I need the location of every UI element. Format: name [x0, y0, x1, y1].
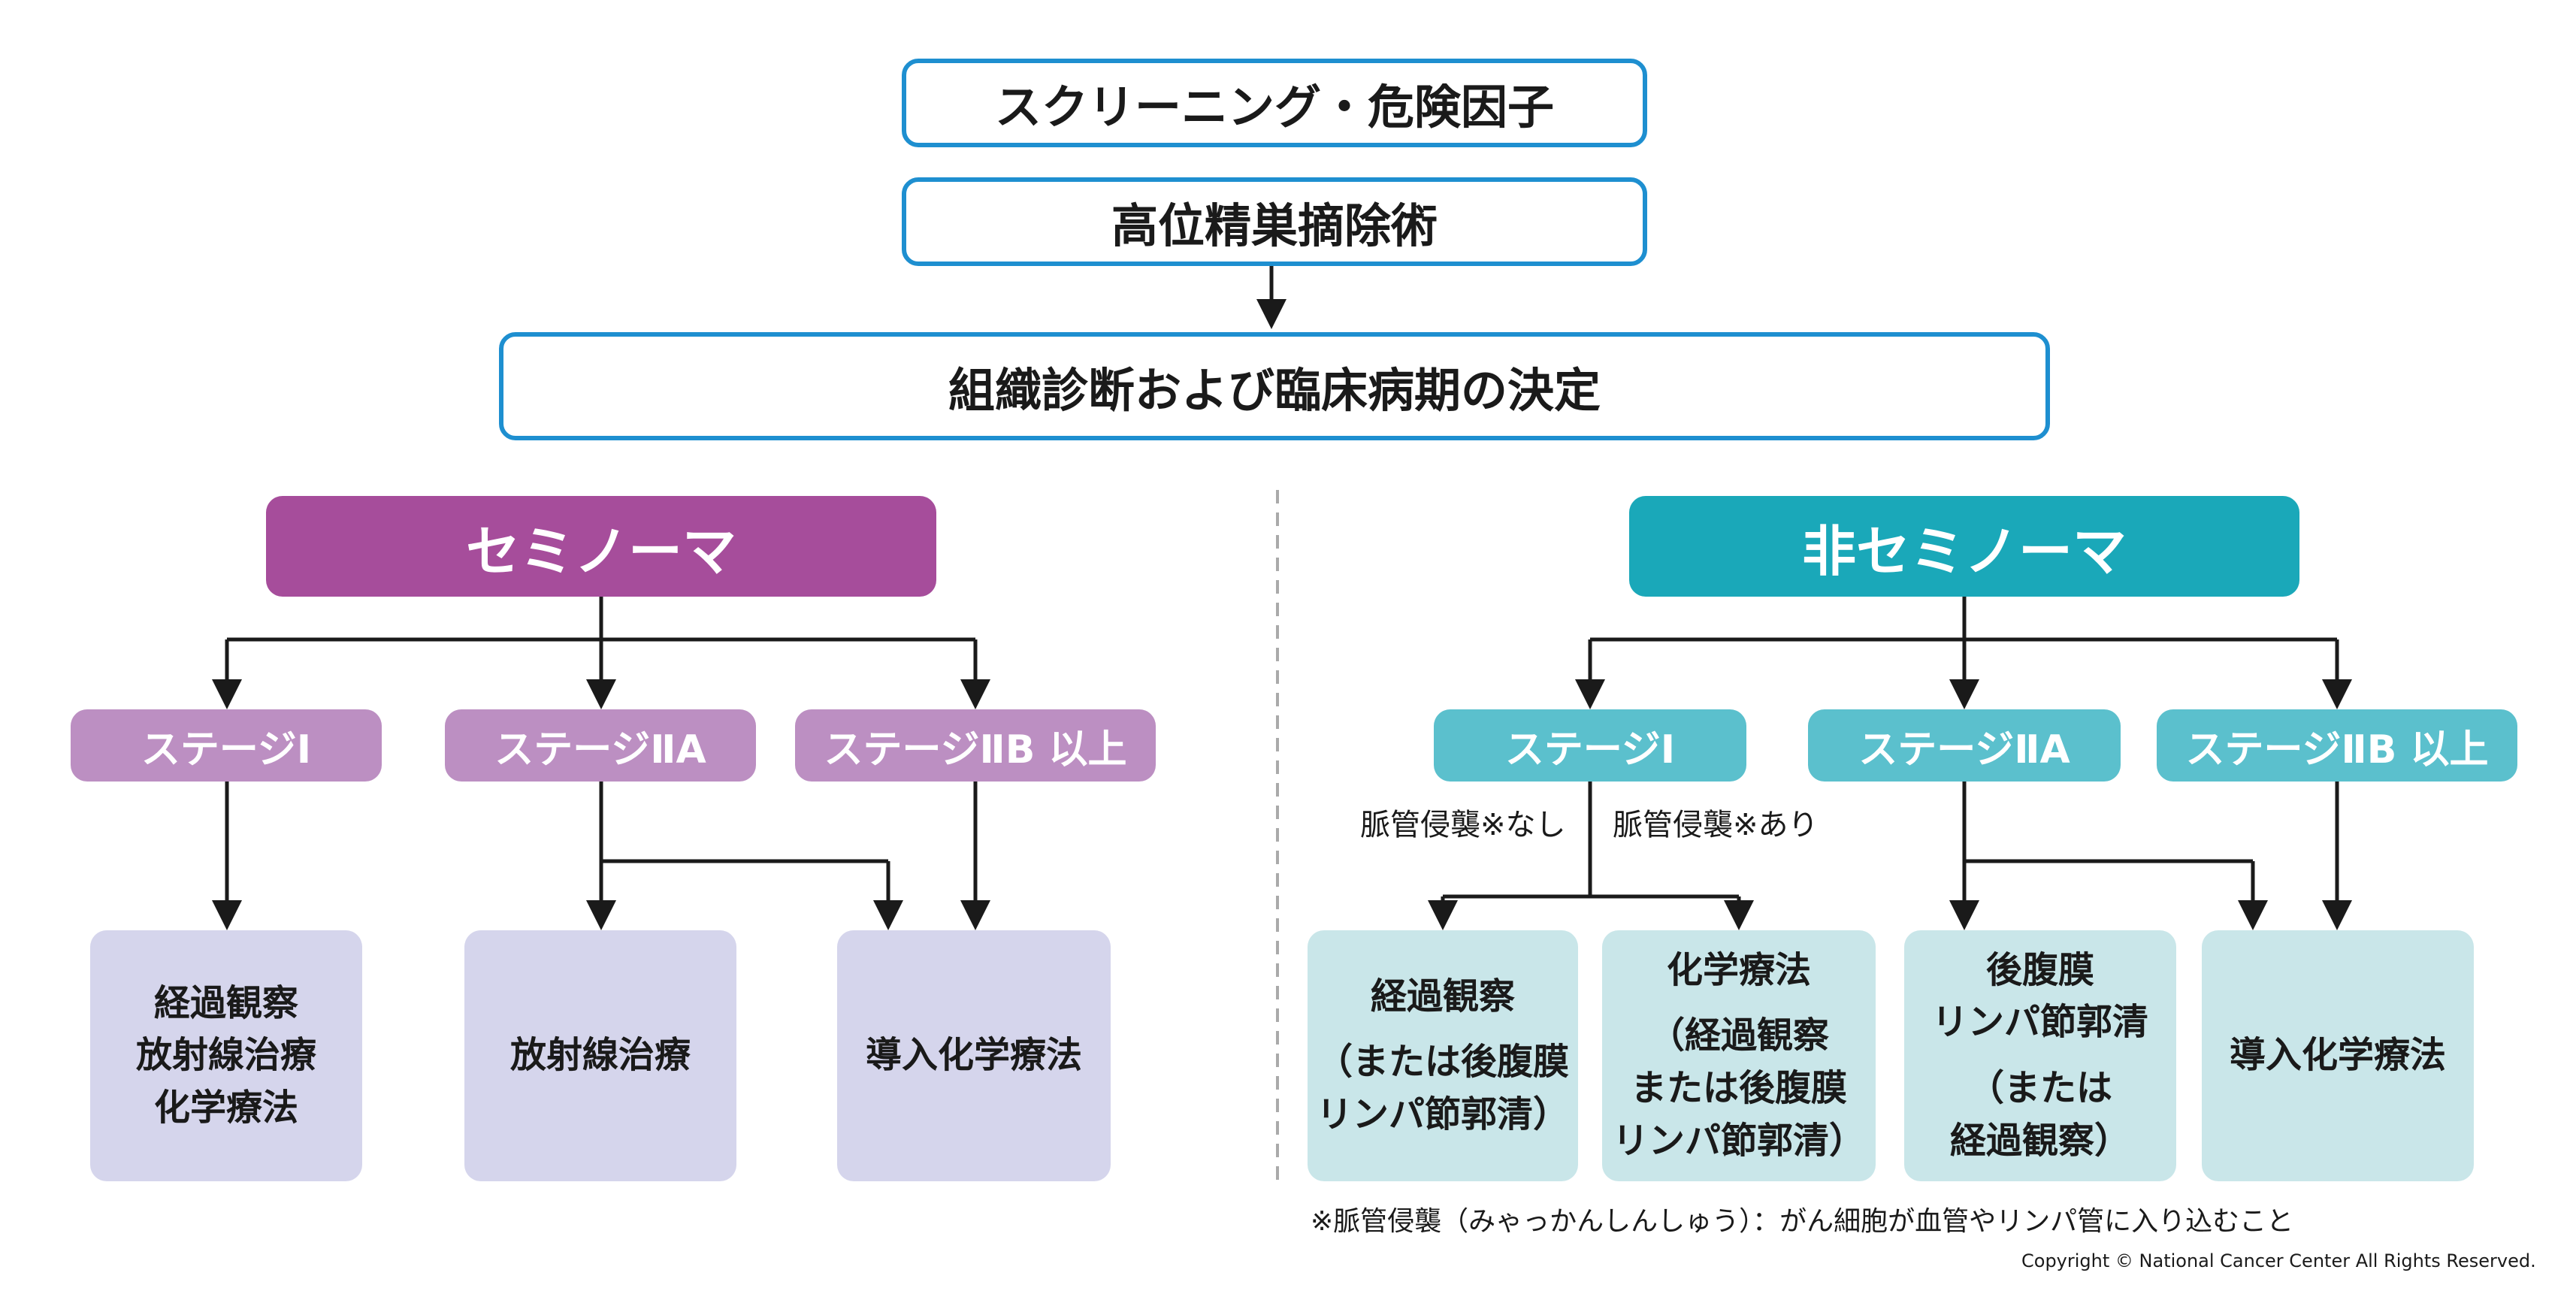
- orchiectomy-label: 高位精巣摘除術: [1111, 198, 1438, 253]
- arrowhead-nonseminoma-stage2a: [1949, 679, 1979, 709]
- seminoma-treatment-stage-2a: 放射線治療: [464, 930, 736, 1181]
- arrowhead-nonseminoma-stage2a-treatment: [1949, 900, 1979, 930]
- arrowhead-nonseminoma-stage2a-chemo: [2238, 900, 2268, 930]
- orchiectomy-box: 高位精巣摘除術: [902, 177, 1647, 266]
- treatment-line: リンパ節郭清: [1931, 1001, 2148, 1044]
- seminoma-header: セミノーマ: [266, 496, 936, 597]
- arrowhead-diagnosis: [1256, 299, 1286, 329]
- arrowhead-nonseminoma-stage2b: [2322, 679, 2352, 709]
- treatment-line: リンパ節郭清）: [1316, 1093, 1569, 1135]
- copyright: Copyright © National Cancer Center All R…: [2021, 1250, 2536, 1271]
- seminoma-title: セミノーマ: [465, 519, 736, 583]
- treatment-line: または後腹膜: [1630, 1067, 1847, 1109]
- branch-label-with-invasion: 脈管侵襲※あり: [1613, 808, 1819, 842]
- treatment-line: 経過観察: [153, 981, 298, 1024]
- treatment-line: 経過観察: [1370, 975, 1515, 1017]
- seminoma-stage-2a: ステージⅡA: [445, 709, 756, 782]
- branch-label-without-invasion: 脈管侵襲※なし: [1360, 808, 1566, 842]
- seminoma-stage-1: ステージⅠ: [71, 709, 382, 782]
- nonseminoma-stage-1: ステージⅠ: [1434, 709, 1746, 782]
- nonseminoma-treatment-chemo: 化学療法 （経過観察 または後腹膜 リンパ節郭清）: [1602, 930, 1876, 1181]
- treatment-line: （または後腹膜: [1316, 1041, 1569, 1084]
- arrowhead-seminoma-stage2a-treatment: [586, 900, 616, 930]
- nonseminoma-treatment-stage-2a: 後腹膜 リンパ節郭清 （または 経過観察）: [1904, 930, 2176, 1181]
- nonseminoma-treatment-observe: 経過観察 （または後腹膜 リンパ節郭清）: [1308, 930, 1578, 1181]
- arrowhead-nonseminoma-stage2b-treatment: [2322, 900, 2352, 930]
- arrowhead-seminoma-stage2b: [960, 679, 990, 709]
- seminoma-stage-2b: ステージⅡB 以上: [795, 709, 1156, 782]
- treatment-line: 放射線治療: [135, 1034, 316, 1077]
- nonseminoma-stage-2b: ステージⅡB 以上: [2157, 709, 2517, 782]
- treatment-line: 化学療法: [153, 1086, 298, 1129]
- stage-label: ステージⅡA: [494, 727, 706, 772]
- diagnosis-box: 組織診断および臨床病期の決定: [499, 332, 2050, 440]
- stage-label: ステージⅡB 以上: [2185, 727, 2489, 772]
- footnote: ※脈管侵襲（みゃっかんしんしゅう）：がん細胞が血管やリンパ管に入り込むこと: [1311, 1206, 2294, 1237]
- treatment-line: 導入化学療法: [865, 1034, 1082, 1077]
- stage-label: ステージⅡB 以上: [824, 727, 1127, 772]
- screening-label: スクリーニング・危険因子: [994, 80, 1554, 135]
- seminoma-treatment-stage-1: 経過観察 放射線治療 化学療法: [90, 930, 362, 1181]
- arrowhead-nonseminoma-chemo: [1724, 900, 1754, 930]
- screening-box: スクリーニング・危険因子: [902, 59, 1647, 147]
- treatment-line: 後腹膜: [1985, 948, 2094, 991]
- stage-label: ステージⅠ: [141, 727, 312, 772]
- treatment-line: 放射線治療: [509, 1034, 691, 1077]
- treatment-line: 化学療法: [1666, 948, 1811, 991]
- nonseminoma-header: 非セミノーマ: [1629, 496, 2299, 597]
- treatment-line: （経過観察: [1648, 1014, 1829, 1057]
- arrowhead-seminoma-stage2a: [586, 679, 616, 709]
- nonseminoma-treatment-induction-chemo: 導入化学療法: [2202, 930, 2474, 1181]
- arrowhead-seminoma-stage2b-treatment: [960, 900, 990, 930]
- treatment-line: 経過観察）: [1949, 1119, 2130, 1162]
- stage-label: ステージⅡA: [1858, 727, 2070, 772]
- diagnosis-label: 組織診断および臨床病期の決定: [948, 363, 1601, 418]
- stage-label: ステージⅠ: [1504, 727, 1676, 772]
- nonseminoma-stage-2a: ステージⅡA: [1808, 709, 2121, 782]
- treatment-line: 導入化学療法: [2229, 1034, 2446, 1077]
- arrowhead-nonseminoma-stage1: [1575, 679, 1605, 709]
- arrowhead-seminoma-stage1-treatment: [212, 900, 242, 930]
- treatment-line: （または: [1967, 1067, 2112, 1109]
- arrowhead-seminoma-stage1: [212, 679, 242, 709]
- seminoma-treatment-chemo: 導入化学療法: [837, 930, 1111, 1181]
- treatment-line: リンパ節郭清）: [1612, 1119, 1865, 1162]
- arrowhead-nonseminoma-observe: [1428, 900, 1458, 930]
- nonseminoma-title: 非セミノーマ: [1801, 519, 2127, 583]
- arrowhead-seminoma-stage2a-chemo: [873, 900, 903, 930]
